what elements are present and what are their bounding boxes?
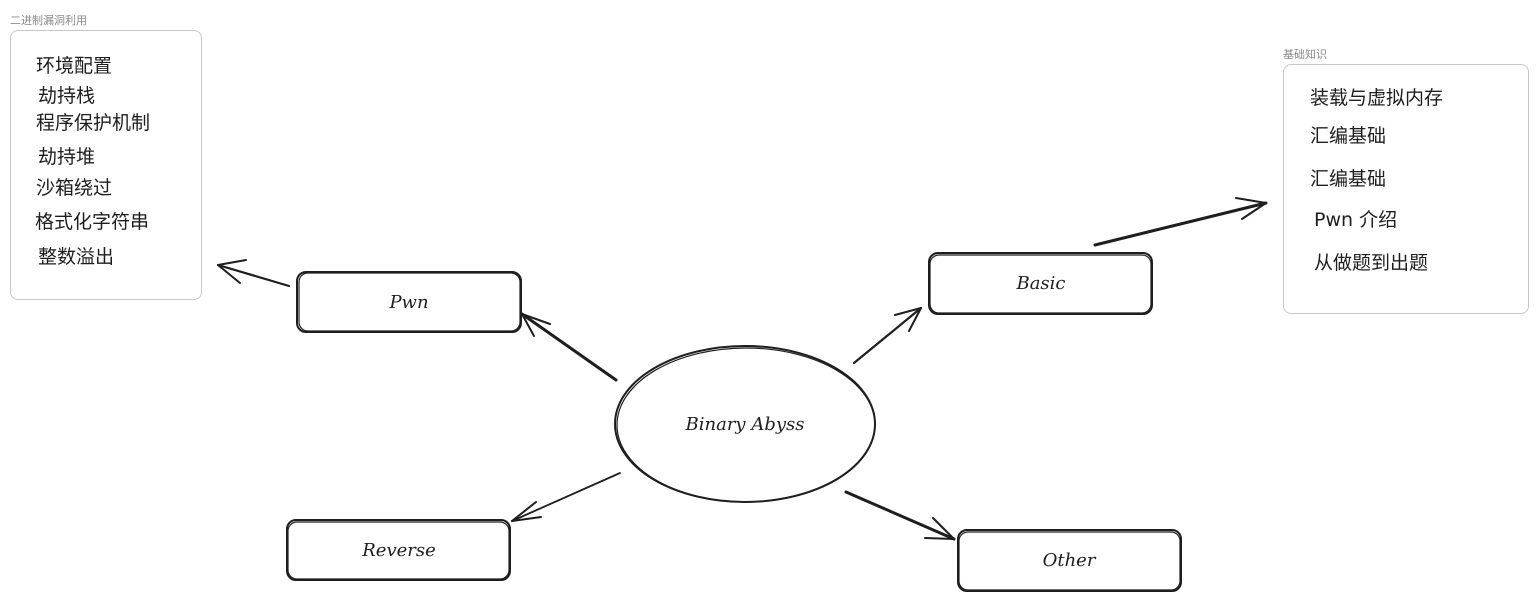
arrow-center-to-basic bbox=[852, 306, 923, 365]
pwn-group-item: 劫持堆 bbox=[38, 146, 96, 168]
basic-group-item: 汇编基础 bbox=[1310, 168, 1387, 190]
arrow-center-to-pwn bbox=[520, 312, 618, 382]
pwn-group-frame[interactable]: 环境配置 劫持栈 程序保护机制 劫持堆 沙箱绕过 格式化字符串 整数溢出 bbox=[10, 30, 202, 300]
basic-group-frame[interactable]: 装载与虚拟内存 汇编基础 汇编基础 Pwn 介绍 从做题到出题 bbox=[1283, 64, 1529, 314]
pwn-group-label: 二进制漏洞利用 bbox=[10, 14, 87, 27]
basic-node[interactable] bbox=[928, 252, 1153, 315]
pwn-group-item: 格式化字符串 bbox=[35, 211, 150, 233]
basic-group-item: 装载与虚拟内存 bbox=[1310, 87, 1444, 109]
arrow-basic-to-frame bbox=[1093, 197, 1268, 247]
basic-node-label: Basic bbox=[1015, 273, 1065, 294]
basic-group-item: Pwn 介绍 bbox=[1314, 209, 1398, 231]
pwn-group-item: 劫持栈 bbox=[38, 85, 96, 107]
basic-group-label: 基础知识 bbox=[1283, 48, 1327, 61]
pwn-node-label: Pwn bbox=[388, 292, 428, 313]
arrow-pwn-to-frame bbox=[216, 259, 291, 288]
pwn-group-item: 沙箱绕过 bbox=[36, 177, 113, 199]
reverse-node-label: Reverse bbox=[361, 540, 436, 561]
basic-group-item: 从做题到出题 bbox=[1314, 252, 1429, 274]
arrow-center-to-reverse bbox=[511, 472, 621, 522]
pwn-node[interactable] bbox=[296, 271, 522, 333]
other-node[interactable] bbox=[957, 529, 1182, 592]
arrow-center-to-other bbox=[844, 490, 956, 541]
other-node-label: Other bbox=[1043, 550, 1097, 571]
pwn-group-item: 整数溢出 bbox=[38, 246, 115, 268]
reverse-node[interactable] bbox=[286, 519, 511, 581]
center-node-label: Binary Abyss bbox=[685, 414, 805, 435]
pwn-group-item: 环境配置 bbox=[36, 55, 113, 77]
center-node[interactable] bbox=[614, 345, 876, 503]
pwn-group-item: 程序保护机制 bbox=[36, 112, 151, 134]
basic-group-item: 汇编基础 bbox=[1310, 125, 1387, 147]
